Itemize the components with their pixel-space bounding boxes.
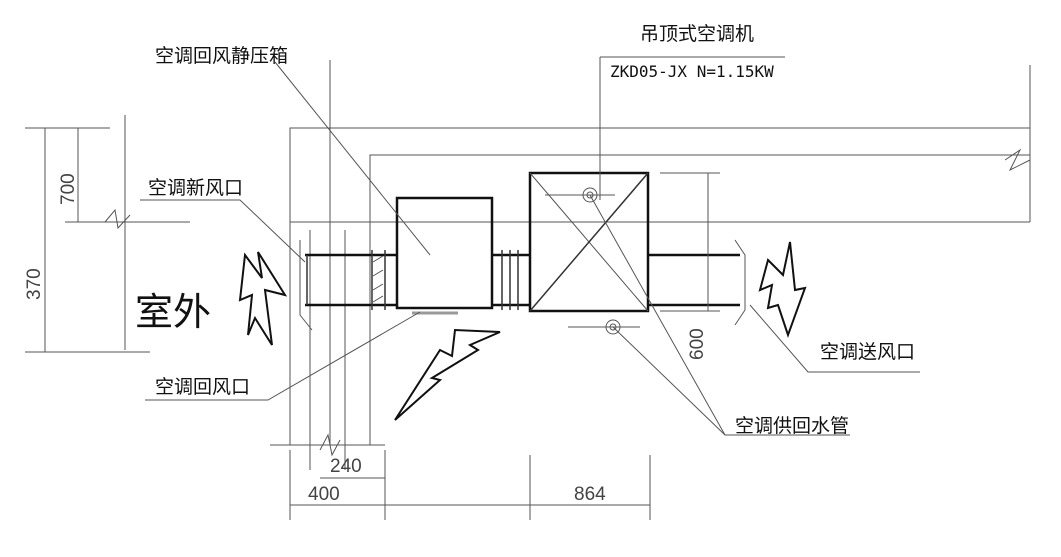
plenum-label: 空调回风静压箱 [155, 45, 288, 67]
fresh-air-label: 空调新风口 [148, 177, 243, 199]
dimension-600: 600 [687, 328, 708, 360]
dimension-400: 400 [308, 484, 340, 505]
fresh-air-arrow [238, 251, 288, 346]
air-duct [299, 239, 746, 331]
water-pipe-fittings [545, 187, 640, 335]
unit-model-label: ZKD05-JX N=1.15KW [610, 62, 774, 81]
outdoor-label: 室外 [135, 290, 211, 334]
water-pipe-label: 空调供回水管 [735, 415, 849, 437]
dimension-700: 700 [58, 173, 79, 205]
plenum-box [395, 196, 494, 310]
flexible-connector-left [371, 250, 386, 310]
dimension-370: 370 [24, 268, 45, 300]
return-air-label: 空调回风口 [155, 376, 250, 398]
unit-name-label: 吊顶式空调机 [640, 23, 754, 45]
supply-air-label: 空调送风口 [820, 341, 915, 363]
supply-air-arrow [758, 241, 807, 339]
flexible-connector-right [501, 250, 519, 310]
return-air-arrow [394, 328, 501, 421]
dimension-lines [25, 115, 720, 520]
ceiling-structure [289, 60, 1031, 470]
dimension-240: 240 [330, 456, 362, 477]
air-handling-unit [528, 171, 650, 313]
dimension-864: 864 [574, 484, 606, 505]
